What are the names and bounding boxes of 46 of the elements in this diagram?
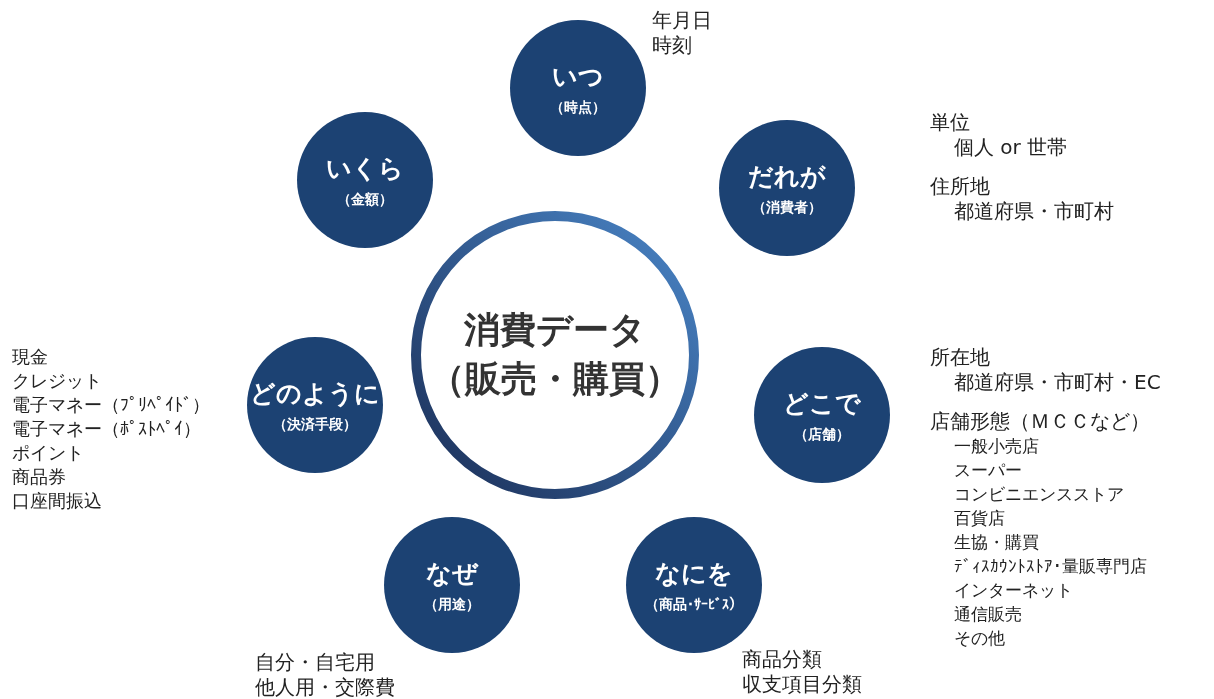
note-text: コンビニエンスストア <box>954 483 1124 506</box>
note-text: 電子マネー（ﾎﾟｽﾄﾍﾟｲ） <box>12 417 201 441</box>
center-title: （販売・購買） <box>429 357 681 401</box>
center-circle <box>410 210 700 500</box>
note-text: 口座間振込 <box>12 489 102 513</box>
note-text: 他人用・交際費 <box>255 675 395 699</box>
note-text: 収支項目分類 <box>742 672 862 697</box>
center-title: 消費データ <box>464 308 646 353</box>
note-text: 店舗形態（ＭＣＣなど） <box>930 409 1150 434</box>
circle-subheading: （決済手段） <box>273 415 357 434</box>
note-text: インターネット <box>954 579 1073 602</box>
note-text: 住所地 <box>930 174 990 199</box>
circle-subheading: （商品･ｻｰﾋﾞｽ） <box>645 595 743 614</box>
note-text: 所在地 <box>930 345 990 370</box>
note-text: 一般小売店 <box>954 435 1039 458</box>
note-text: 通信販売 <box>954 603 1022 626</box>
note-text: ポイント <box>12 441 84 465</box>
note-text: 時刻 <box>652 33 692 58</box>
note-text: クレジット <box>12 369 102 393</box>
note-text: 現金 <box>12 345 48 369</box>
note-text: 百貨店 <box>954 507 1005 530</box>
note-text: その他 <box>954 627 1005 650</box>
circle-subheading: （店舗） <box>794 425 850 444</box>
note-text: 生協・購買 <box>954 531 1039 554</box>
circle-heading: どこで <box>783 387 861 420</box>
note-text: ﾃﾞｨｽｶｳﾝﾄｽﾄｱ･量販専門店 <box>954 555 1147 578</box>
note-text: スーパー <box>954 459 1022 482</box>
circle-heading: いつ <box>552 60 604 93</box>
note-text: 自分・自宅用 <box>255 650 375 675</box>
circle-heading: なぜ <box>426 557 478 590</box>
note-text: 都道府県・市町村・EC <box>954 370 1161 395</box>
circle-subheading: （金額） <box>337 190 393 209</box>
note-text: 単位 <box>930 110 970 135</box>
circle-heading: いくら <box>326 152 404 185</box>
note-text: 個人 or 世帯 <box>954 135 1068 160</box>
circle-subheading: （消費者） <box>752 198 822 217</box>
circle-subheading: （用途） <box>424 595 480 614</box>
note-text: 商品分類 <box>742 647 822 672</box>
note-text: 都道府県・市町村 <box>954 199 1114 224</box>
note-text: 電子マネー（ﾌﾟﾘﾍﾟｲﾄﾞ） <box>12 393 210 417</box>
note-text: 年月日 <box>652 8 712 33</box>
circle-heading: だれが <box>748 160 826 193</box>
circle-heading: どのように <box>250 377 380 410</box>
circle-heading: なにを <box>655 557 733 590</box>
note-text: 商品券 <box>12 465 66 489</box>
circle-subheading: （時点） <box>550 98 606 117</box>
